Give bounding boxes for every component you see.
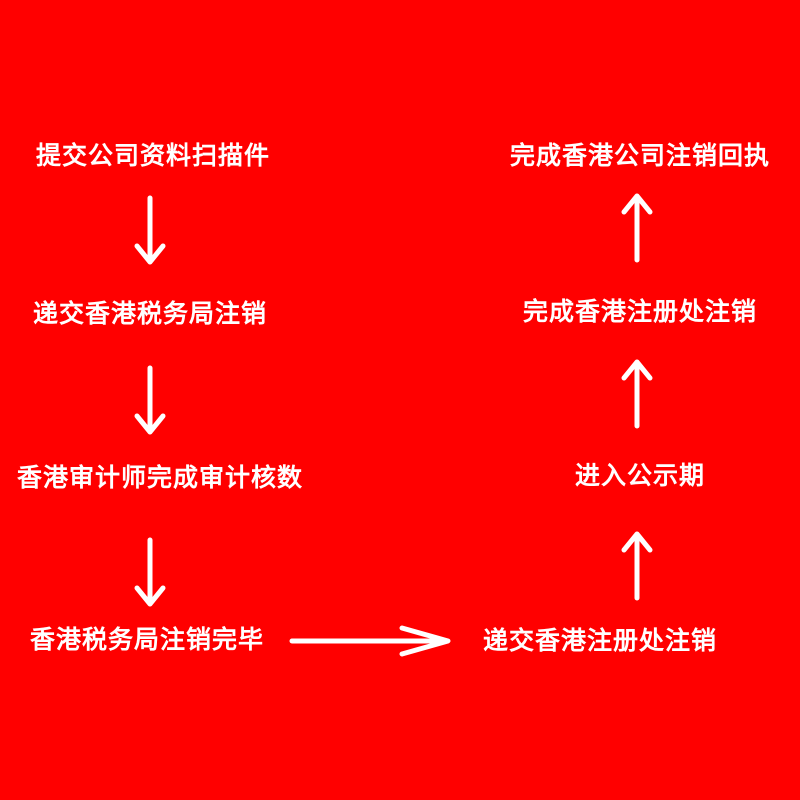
arrow-down-3 <box>134 537 166 607</box>
step-ird-deregistration-complete: 香港税务局注销完毕 <box>29 625 265 654</box>
step-submit-company-scans: 提交公司资料扫描件 <box>35 141 271 170</box>
step-submit-ird-deregistration: 递交香港税务局注销 <box>32 299 268 328</box>
arrow-up-2 <box>621 359 653 429</box>
arrow-up-3 <box>621 193 653 263</box>
arrow-right <box>289 625 451 657</box>
step-publicity-period: 进入公示期 <box>574 461 706 490</box>
step-cr-deregistration-complete: 完成香港注册处注销 <box>522 297 758 326</box>
arrow-up-1 <box>621 531 653 601</box>
step-submit-cr-deregistration: 递交香港注册处注销 <box>482 626 718 655</box>
arrow-down-2 <box>134 365 166 435</box>
arrow-down-1 <box>134 195 166 265</box>
step-auditor-completes-audit: 香港审计师完成审计核数 <box>16 463 304 492</box>
step-deregistration-receipt: 完成香港公司注销回执 <box>509 141 771 170</box>
